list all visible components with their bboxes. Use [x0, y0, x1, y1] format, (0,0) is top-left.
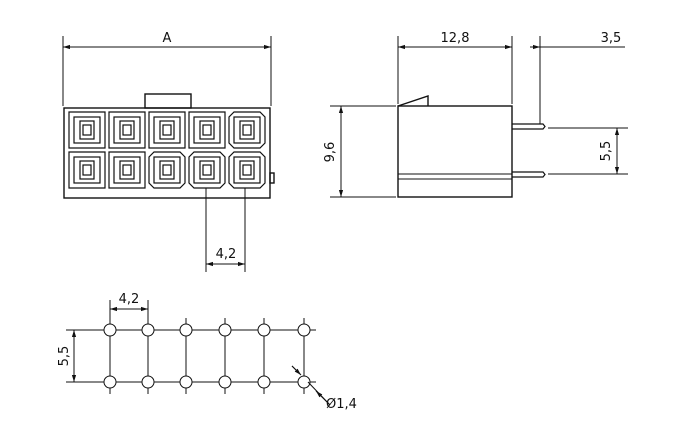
- side-view: [397, 95, 546, 198]
- row-pitch-dimension: [548, 127, 628, 175]
- pcb-pitch-dimension: [109, 300, 149, 318]
- row-pitch-label: 5,5: [599, 141, 614, 162]
- hole-diameter-label: Ø1,4: [326, 397, 357, 412]
- pin-top: [512, 123, 546, 130]
- width-label: A: [163, 31, 172, 46]
- cavity: [188, 111, 226, 149]
- height-label: 9,6: [323, 142, 338, 163]
- front-pitch-label: 4,2: [216, 247, 237, 262]
- pcb-hole: [179, 323, 193, 337]
- cavity-grid: [68, 111, 266, 189]
- pcb-pitch-label: 4,2: [119, 292, 140, 307]
- cavity: [68, 111, 106, 149]
- pcb-hole: [297, 323, 311, 337]
- cavity: [108, 151, 146, 189]
- pcb-row-label: 5,5: [57, 346, 72, 367]
- pin-length-label: 3,5: [601, 31, 622, 46]
- pcb-hole: [141, 323, 155, 337]
- front-view: [63, 93, 275, 199]
- pcb-hole: [218, 375, 232, 389]
- pcb-hole: [179, 375, 193, 389]
- front-pitch-dimension: [205, 188, 246, 272]
- pcb-row-dimension: [66, 329, 104, 383]
- housing-body: [63, 107, 271, 199]
- pcb-hole: [297, 375, 311, 389]
- width-dimension: [62, 36, 272, 106]
- pcb-hole: [257, 375, 271, 389]
- side-latch: [397, 95, 429, 107]
- pin-bottom: [512, 171, 546, 178]
- cavity: [68, 151, 106, 189]
- pcb-layout: [100, 318, 316, 394]
- cavity: [148, 151, 186, 189]
- hole-leader: [291, 365, 331, 406]
- cavity: [148, 111, 186, 149]
- cavity: [188, 151, 226, 189]
- latch: [144, 93, 192, 109]
- pcb-hole: [257, 323, 271, 337]
- cavity: [108, 111, 146, 149]
- pcb-hole: [218, 323, 232, 337]
- side-body: [397, 105, 513, 198]
- pcb-hole: [103, 375, 117, 389]
- depth-dimension: [397, 36, 625, 124]
- cavity: [228, 111, 266, 149]
- pcb-hole: [103, 323, 117, 337]
- height-dimension: [330, 105, 396, 198]
- cavity: [228, 151, 266, 189]
- side-nub: [269, 172, 275, 184]
- depth-label: 12,8: [441, 31, 470, 46]
- pcb-hole: [141, 375, 155, 389]
